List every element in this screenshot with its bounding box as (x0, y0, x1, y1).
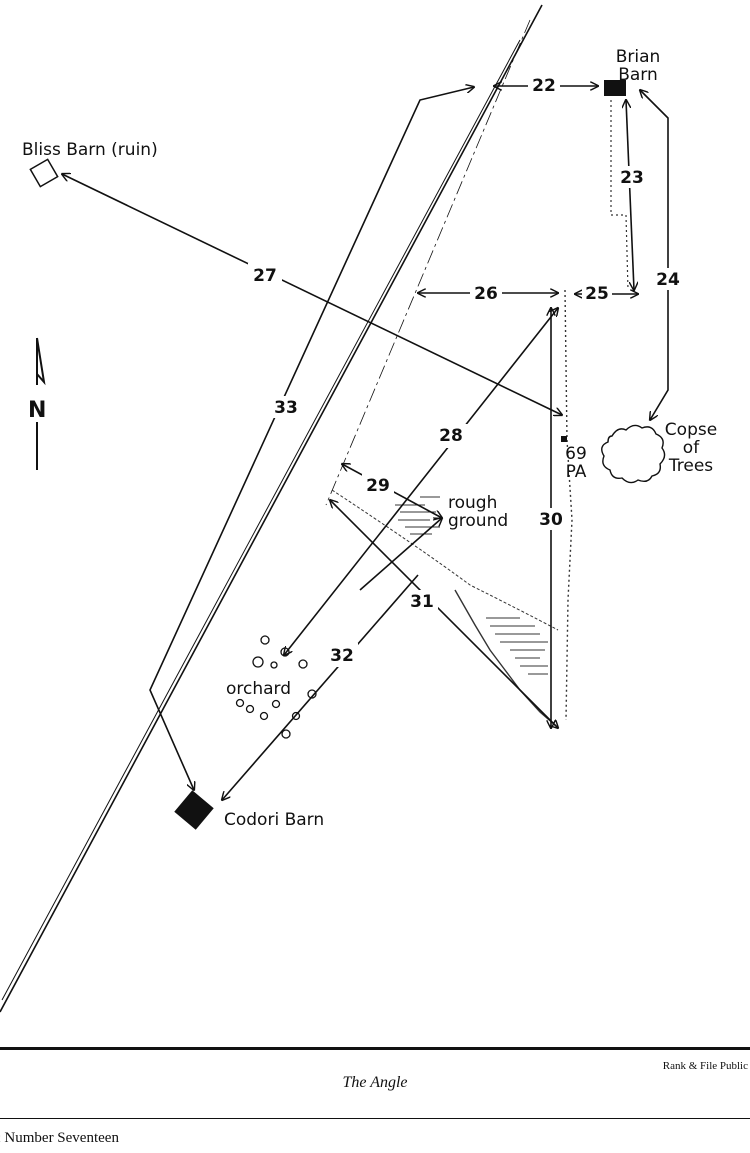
issue-number: c Number Seventeen (0, 1130, 119, 1146)
orchard-label: orchard (226, 679, 291, 699)
rough-ground-area (331, 489, 559, 726)
north-label: N (28, 398, 46, 423)
route-label-25: 25 (585, 284, 609, 304)
route-label-26: 26 (474, 284, 498, 304)
north-arrow-icon (36, 337, 46, 470)
route-label-24: 24 (656, 270, 680, 290)
brian-farm-fence (610, 100, 629, 291)
route-number-labels: 22 23 24 25 26 27 28 29 30 31 32 33 (248, 74, 684, 667)
route-label-28: 28 (439, 426, 463, 446)
stone-wall (564, 289, 573, 721)
69pa-marker-icon (561, 436, 567, 442)
footer-rule-top (0, 1047, 750, 1050)
route-label-30: 30 (539, 510, 563, 530)
publisher-credit: Rank & File Public (662, 1060, 748, 1072)
route-33 (149, 87, 474, 790)
route-label-23: 23 (620, 168, 644, 188)
route-23 (626, 100, 634, 290)
bliss-barn-icon (29, 158, 59, 188)
route-label-27: 27 (253, 266, 277, 286)
footer-title: The Angle (342, 1074, 408, 1091)
copse-of-trees-icon (601, 424, 666, 484)
bliss-barn-label: Bliss Barn (ruin) (22, 140, 158, 160)
route-label-22: 22 (532, 76, 556, 96)
route-29b (359, 518, 442, 591)
footer-rule-bottom (0, 1118, 750, 1119)
route-arrows (62, 86, 669, 800)
route-label-32: 32 (330, 646, 354, 666)
route-label-29: 29 (366, 476, 390, 496)
route-label-31: 31 (410, 592, 434, 612)
codori-barn-icon (174, 790, 214, 830)
codori-barn-label: Codori Barn (224, 810, 324, 830)
route-24 (640, 90, 669, 420)
route-label-33: 33 (274, 398, 298, 418)
brian-barn-icon (604, 80, 626, 96)
route-31 (330, 500, 558, 728)
